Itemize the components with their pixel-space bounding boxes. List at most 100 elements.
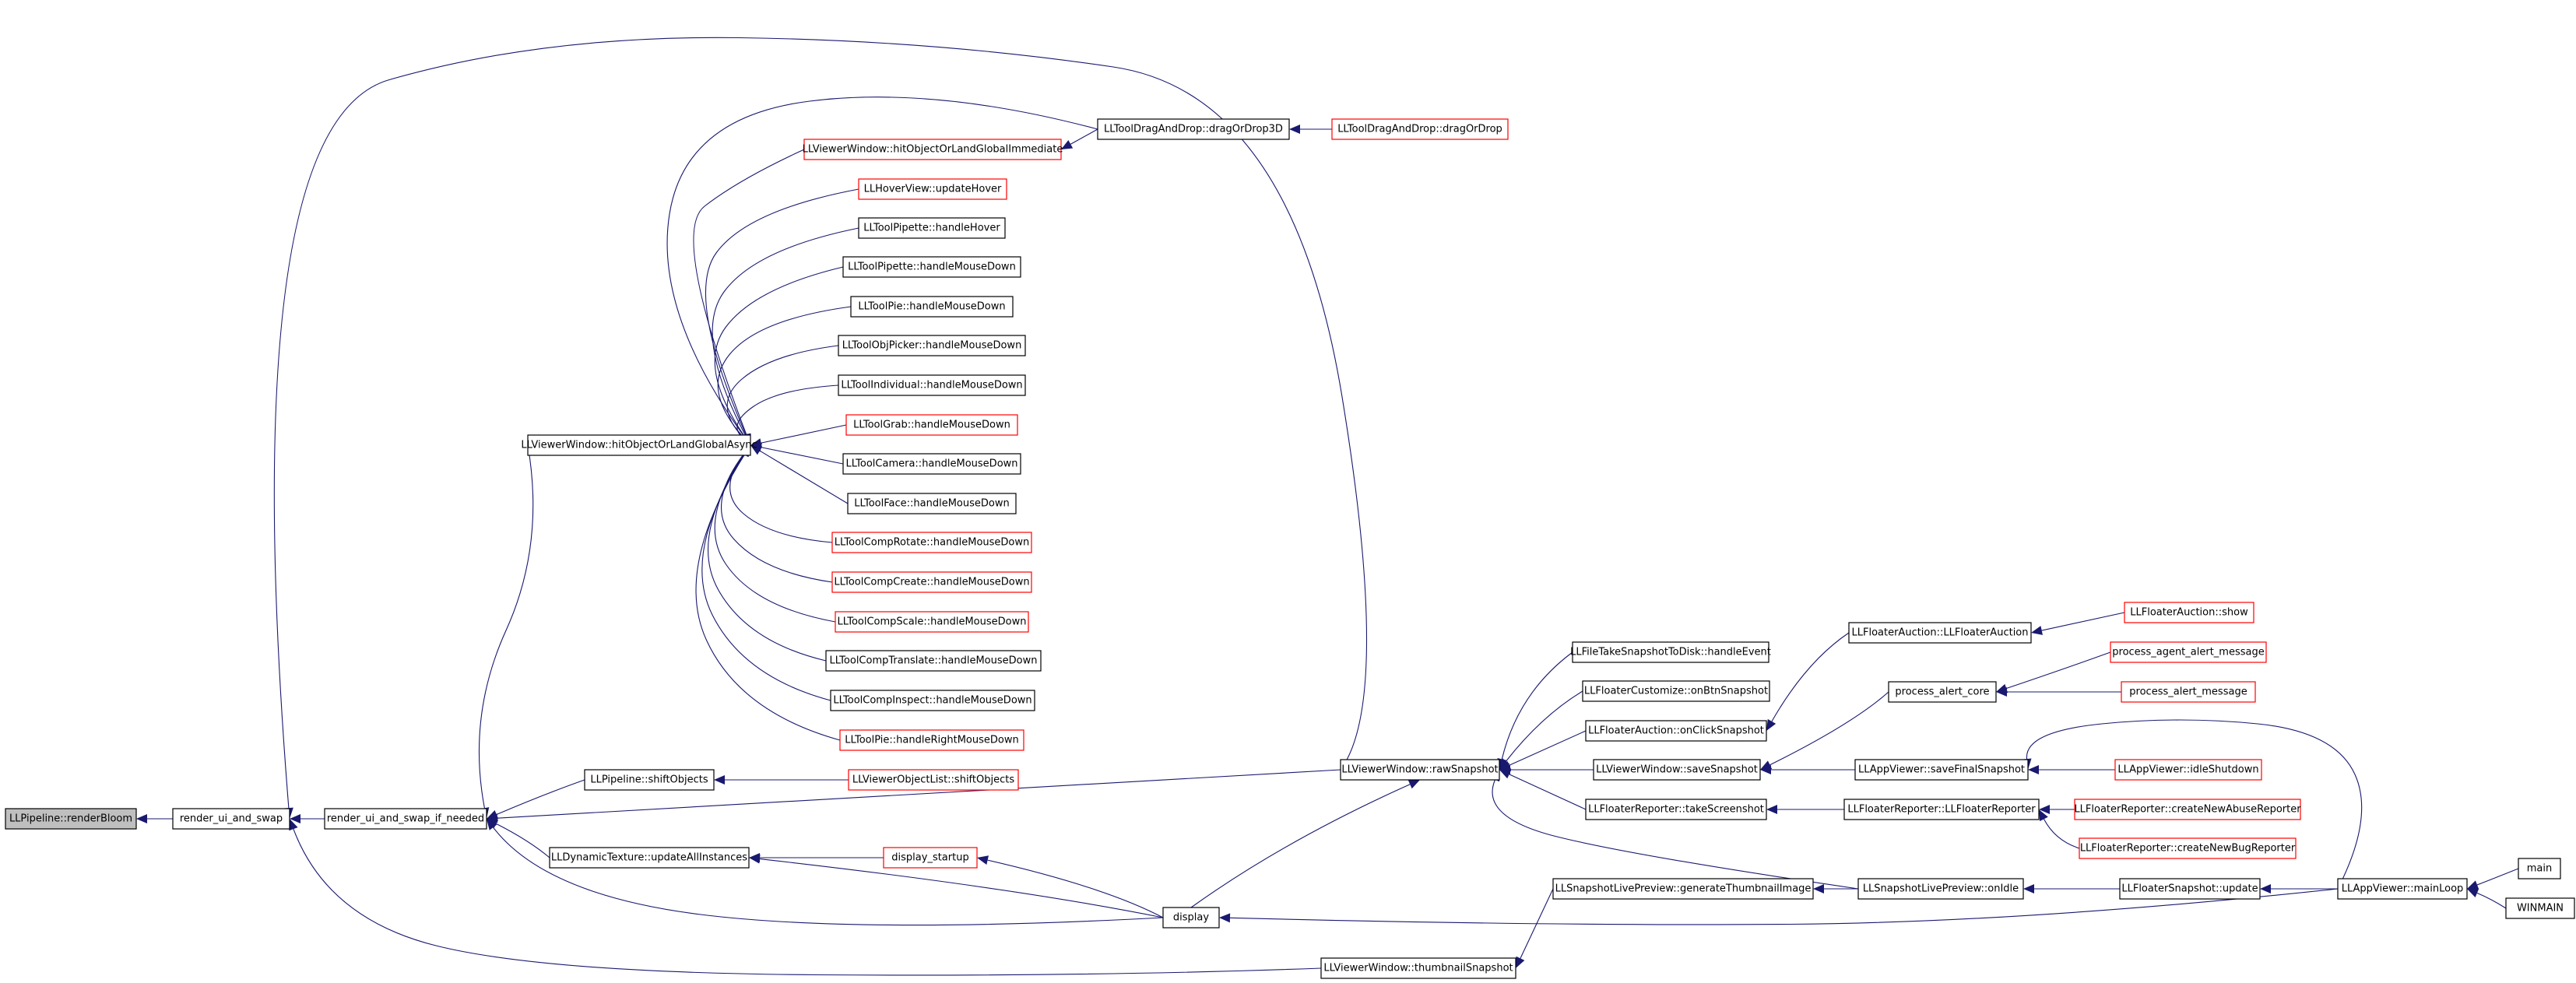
node-thumbSnapshot[interactable]: LLViewerWindow::thumbnailSnapshot (1320, 957, 1516, 979)
node-box[interactable] (838, 374, 1026, 396)
node-box[interactable] (2505, 897, 2575, 919)
node-pipetteHover[interactable]: LLToolPipette::handleHover (858, 217, 1006, 239)
node-compTranslateDown[interactable]: LLToolCompTranslate::handleMouseDown (825, 650, 1042, 672)
node-render_ui_and_swap_if_needed[interactable]: render_ui_and_swap_if_needed (324, 808, 487, 830)
node-bugReporter[interactable]: LLFloaterReporter::createNewBugReporter (2079, 837, 2297, 859)
node-box[interactable] (1320, 957, 1516, 979)
node-dragOrDrop[interactable]: LLToolDragAndDrop::dragOrDrop (1331, 118, 1509, 140)
node-compInspectDown[interactable]: LLToolCompInspect::handleMouseDown (830, 690, 1035, 711)
node-hitImmediate[interactable]: LLViewerWindow::hitObjectOrLandGlobalImm… (803, 139, 1063, 160)
node-box[interactable] (584, 769, 715, 791)
node-listShift[interactable]: LLViewerObjectList::shiftObjects (848, 769, 1019, 791)
node-box[interactable] (838, 335, 1026, 356)
node-box[interactable] (1331, 118, 1509, 140)
node-box[interactable] (835, 611, 1029, 633)
node-box[interactable] (2518, 858, 2561, 879)
node-box[interactable] (1572, 641, 1769, 663)
node-box[interactable] (1857, 878, 2024, 900)
node-display[interactable]: display (1162, 907, 1220, 929)
node-compRotateDown[interactable]: LLToolCompRotate::handleMouseDown (831, 532, 1032, 553)
node-objPickerDown[interactable]: LLToolObjPicker::handleMouseDown (838, 335, 1026, 356)
node-box[interactable] (1097, 118, 1290, 140)
node-genThumb[interactable]: LLSnapshotLivePreview::generateThumbnail… (1552, 878, 1814, 900)
node-box[interactable] (2337, 878, 2468, 900)
node-grabDown[interactable]: LLToolGrab::handleMouseDown (845, 414, 1018, 436)
node-alertMsg[interactable]: process_alert_message (2121, 681, 2256, 703)
node-box[interactable] (1585, 720, 1767, 742)
node-box[interactable] (831, 571, 1032, 593)
node-faceDown[interactable]: LLToolFace::handleMouseDown (847, 493, 1017, 514)
node-box[interactable] (1162, 907, 1220, 929)
node-box[interactable] (845, 414, 1018, 436)
node-snapUpdate[interactable]: LLFloaterSnapshot::update (2119, 878, 2261, 900)
node-hitAsync[interactable]: LLViewerWindow::hitObjectOrLandGlobalAsy… (521, 434, 757, 456)
node-shiftObjects[interactable]: LLPipeline::shiftObjects (584, 769, 715, 791)
node-box[interactable] (2114, 759, 2262, 781)
node-onIdle[interactable]: LLSnapshotLivePreview::onIdle (1857, 878, 2024, 900)
node-main[interactable]: main (2518, 858, 2561, 879)
node-box[interactable] (2079, 837, 2297, 859)
node-cameraDown[interactable]: LLToolCamera::handleMouseDown (842, 453, 1021, 475)
node-box[interactable] (1340, 759, 1500, 781)
node-mainLoop[interactable]: LLAppViewer::mainLoop (2337, 878, 2468, 900)
node-renderBloom[interactable]: LLPipeline::renderBloom (5, 808, 137, 830)
node-box[interactable] (2110, 641, 2267, 663)
node-box[interactable] (825, 650, 1042, 672)
node-individualDown[interactable]: LLToolIndividual::handleMouseDown (838, 374, 1026, 396)
node-box[interactable] (1848, 622, 2032, 644)
node-box[interactable] (1888, 681, 1997, 703)
node-hoverUpdate[interactable]: LLHoverView::updateHover (858, 178, 1007, 200)
node-box[interactable] (172, 808, 290, 830)
node-box[interactable] (1582, 680, 1770, 702)
node-pipetteDown[interactable]: LLToolPipette::handleMouseDown (842, 256, 1021, 278)
node-pieRightDown[interactable]: LLToolPie::handleRightMouseDown (839, 729, 1024, 751)
node-idleShutdown[interactable]: LLAppViewer::idleShutdown (2114, 759, 2262, 781)
node-box[interactable] (850, 296, 1014, 318)
node-box[interactable] (2119, 878, 2261, 900)
node-rawSnapshot[interactable]: LLViewerWindow::rawSnapshot (1340, 759, 1500, 781)
node-compScaleDown[interactable]: LLToolCompScale::handleMouseDown (835, 611, 1029, 633)
node-box[interactable] (847, 493, 1017, 514)
node-box[interactable] (2124, 602, 2254, 623)
node-reporterCtor[interactable]: LLFloaterReporter::LLFloaterReporter (1843, 799, 2040, 820)
node-box[interactable] (1585, 799, 1767, 820)
node-alertCore[interactable]: process_alert_core (1888, 681, 1997, 703)
node-box[interactable] (527, 434, 751, 456)
node-box[interactable] (848, 769, 1019, 791)
node-fileTake[interactable]: LLFileTakeSnapshotToDisk::handleEvent (1570, 641, 1771, 663)
node-box[interactable] (803, 139, 1062, 160)
node-box[interactable] (1552, 878, 1814, 900)
node-box[interactable] (549, 847, 750, 869)
node-auctionClick[interactable]: LLFloaterAuction::onClickSnapshot (1585, 720, 1767, 742)
node-box[interactable] (1593, 759, 1761, 781)
node-box[interactable] (2121, 681, 2256, 703)
node-customizeBtn[interactable]: LLFloaterCustomize::onBtnSnapshot (1582, 680, 1770, 702)
node-box[interactable] (842, 256, 1021, 278)
node-box[interactable] (830, 690, 1035, 711)
node-auctionCtor[interactable]: LLFloaterAuction::LLFloaterAuction (1848, 622, 2032, 644)
node-displayStartup[interactable]: display_startup (883, 847, 978, 869)
node-saveFinal[interactable]: LLAppViewer::saveFinalSnapshot (1854, 759, 2029, 781)
node-auctionShow[interactable]: LLFloaterAuction::show (2124, 602, 2254, 623)
node-updateAll[interactable]: LLDynamicTexture::updateAllInstances (549, 847, 750, 869)
node-box[interactable] (839, 729, 1024, 751)
node-takeScreenshot[interactable]: LLFloaterReporter::takeScreenshot (1585, 799, 1767, 820)
node-render_ui_and_swap[interactable]: render_ui_and_swap (172, 808, 290, 830)
node-abuseReporter[interactable]: LLFloaterReporter::createNewAbuseReporte… (2074, 799, 2301, 820)
node-pieDown[interactable]: LLToolPie::handleMouseDown (850, 296, 1014, 318)
node-dragOrDrop3D[interactable]: LLToolDragAndDrop::dragOrDrop3D (1097, 118, 1290, 140)
node-compCreateDown[interactable]: LLToolCompCreate::handleMouseDown (831, 571, 1032, 593)
node-box[interactable] (2074, 799, 2301, 820)
node-box[interactable] (883, 847, 978, 869)
node-winmain[interactable]: WINMAIN (2505, 897, 2575, 919)
node-box[interactable] (831, 532, 1032, 553)
node-agentAlert[interactable]: process_agent_alert_message (2110, 641, 2267, 663)
node-box[interactable] (1854, 759, 2029, 781)
node-box[interactable] (5, 808, 137, 830)
node-box[interactable] (842, 453, 1021, 475)
node-box[interactable] (858, 217, 1006, 239)
node-box[interactable] (858, 178, 1007, 200)
node-box[interactable] (1843, 799, 2040, 820)
node-saveSnapshot[interactable]: LLViewerWindow::saveSnapshot (1593, 759, 1761, 781)
node-box[interactable] (324, 808, 487, 830)
